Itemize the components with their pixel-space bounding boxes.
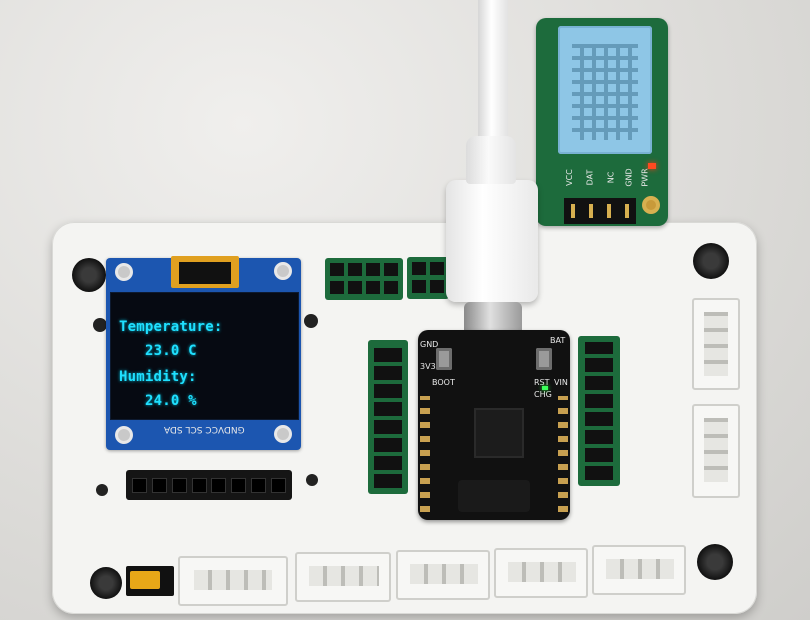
boot-button[interactable] <box>436 348 452 370</box>
mount-hole <box>306 474 318 486</box>
mcu-label-gnd: GND <box>420 340 439 349</box>
connector-right-top <box>692 298 740 390</box>
mount-hole <box>304 314 318 328</box>
screw-top-left <box>72 258 106 292</box>
dht-pin-header <box>564 198 636 224</box>
mount-hole <box>96 484 108 496</box>
dht-pin-label-nc: NC <box>606 171 616 184</box>
usb-cable <box>478 0 508 150</box>
usb-c-plug-neck <box>466 136 516 184</box>
oled-mount-hole <box>274 262 292 280</box>
dht-sensor-module: VCC DAT NC GND PWR <box>536 18 668 226</box>
mcu-label-bat: BAT <box>550 336 566 345</box>
female-header-horizontal <box>126 470 292 500</box>
dht-pwr-led <box>648 163 656 169</box>
oled-line-temperature-label: Temperature: <box>119 319 223 335</box>
mcu-label-3v3: 3V3 <box>420 362 436 371</box>
oled-screen: Temperature: 23.0 C Humidity: 24.0 % <box>110 292 299 420</box>
mcu-label-rst: RST <box>534 378 550 387</box>
screw-top-right <box>693 243 729 279</box>
dht-pin-label-gnd: GND <box>624 168 634 187</box>
screw-bottom-left <box>90 567 122 599</box>
oled-mount-hole <box>115 263 133 281</box>
mcu-label-vin: VIN <box>554 378 568 387</box>
jumper-header[interactable] <box>126 566 174 596</box>
mcu-antenna-area <box>458 480 530 512</box>
oled-line-temperature-value: 23.0 C <box>145 343 197 359</box>
vertical-header-left <box>368 340 408 494</box>
oled-line-humidity-value: 24.0 % <box>145 393 197 409</box>
mcu-chip <box>474 408 524 458</box>
mcu-pads-right <box>558 396 568 512</box>
oled-pin-label: GNDVCC SCL SDA <box>164 424 245 434</box>
chg-led <box>542 386 548 390</box>
mcu-label-boot: BOOT <box>432 378 455 387</box>
dht-mount-hole <box>642 196 660 214</box>
mcu-board: GND 3V3 BOOT BAT RST VIN CHG <box>418 330 570 520</box>
connector-right-bottom <box>692 404 740 498</box>
connector-bottom-5 <box>592 545 686 595</box>
dht-sensor-body <box>558 26 652 154</box>
oled-mount-hole <box>115 426 133 444</box>
screw-bottom-right <box>697 544 733 580</box>
mount-hole <box>93 318 107 332</box>
mcu-pads-left <box>420 396 430 512</box>
connector-bottom-2 <box>295 552 391 602</box>
usb-c-plug-body <box>446 180 538 302</box>
connector-bottom-1 <box>178 556 288 606</box>
top-header-right <box>407 257 449 299</box>
oled-line-humidity-label: Humidity: <box>119 369 197 385</box>
dht-pin-label-dat: DAT <box>585 169 595 186</box>
dht-pwr-label: PWR <box>640 168 650 187</box>
connector-bottom-4 <box>494 548 588 598</box>
oled-ribbon-black <box>179 262 231 284</box>
connector-bottom-3 <box>396 550 490 600</box>
oled-mount-hole <box>274 425 292 443</box>
mcu-label-chg: CHG <box>534 390 552 399</box>
oled-module: Temperature: 23.0 C Humidity: 24.0 % GND… <box>106 256 301 450</box>
dht-pin-label-vcc: VCC <box>564 169 574 186</box>
reset-button[interactable] <box>536 348 552 370</box>
top-header-left <box>325 258 403 300</box>
vertical-header-right <box>578 336 620 486</box>
